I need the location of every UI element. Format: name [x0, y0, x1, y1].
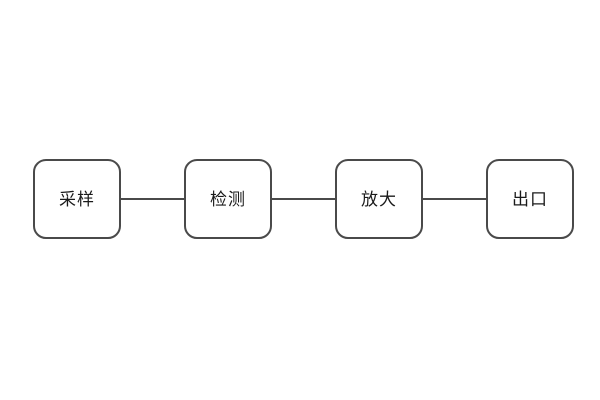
flow-node-sampling: 采样: [33, 159, 121, 239]
connector-sampling-detection: [121, 198, 184, 200]
connector-amplification-outlet: [423, 198, 486, 200]
flow-node-amplification: 放大: [335, 159, 423, 239]
flow-node-outlet-label: 出口: [512, 189, 548, 209]
flow-node-outlet: 出口: [486, 159, 574, 239]
flow-row: 采样 检测 放大 出口: [33, 159, 574, 239]
flow-node-detection: 检测: [184, 159, 272, 239]
flow-node-amplification-label: 放大: [361, 189, 397, 209]
connector-detection-amplification: [272, 198, 335, 200]
flow-node-sampling-label: 采样: [59, 189, 95, 209]
flow-node-detection-label: 检测: [210, 189, 246, 209]
